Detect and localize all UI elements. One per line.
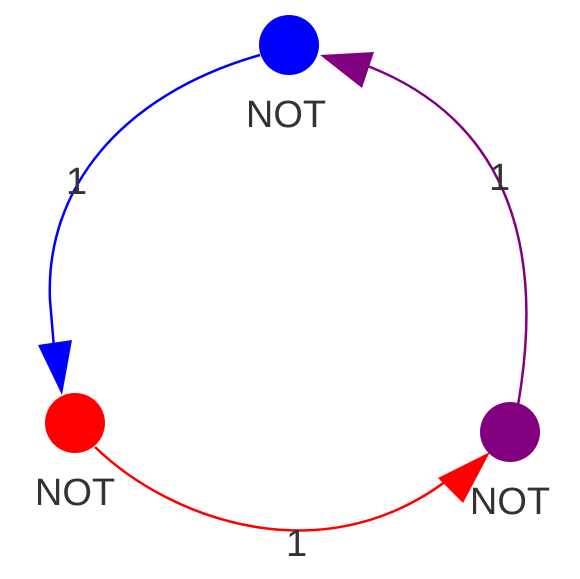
- node-label: NOT: [246, 94, 326, 136]
- node-label: NOT: [470, 481, 550, 523]
- edge-label: 1: [489, 157, 510, 199]
- edge-left-to-right: 1: [94, 446, 490, 565]
- node-circle: [45, 393, 105, 453]
- edge-label: 1: [66, 161, 87, 203]
- edge-arrowhead: [38, 340, 72, 395]
- node-left[interactable]: NOT: [35, 393, 115, 514]
- node-top[interactable]: NOT: [246, 15, 326, 136]
- edge-line: [94, 446, 461, 532]
- edge-label: 1: [286, 523, 307, 565]
- edge-line: [48, 53, 261, 361]
- node-right[interactable]: NOT: [470, 402, 550, 523]
- edge-top-to-left: 1: [38, 53, 261, 395]
- node-circle: [480, 402, 540, 462]
- edge-line: [364, 63, 528, 406]
- edge-right-to-top: 1: [320, 52, 528, 406]
- edge-arrowhead: [320, 52, 374, 88]
- node-label: NOT: [35, 472, 115, 514]
- edge-arrowhead: [438, 452, 490, 503]
- node-circle: [259, 15, 319, 75]
